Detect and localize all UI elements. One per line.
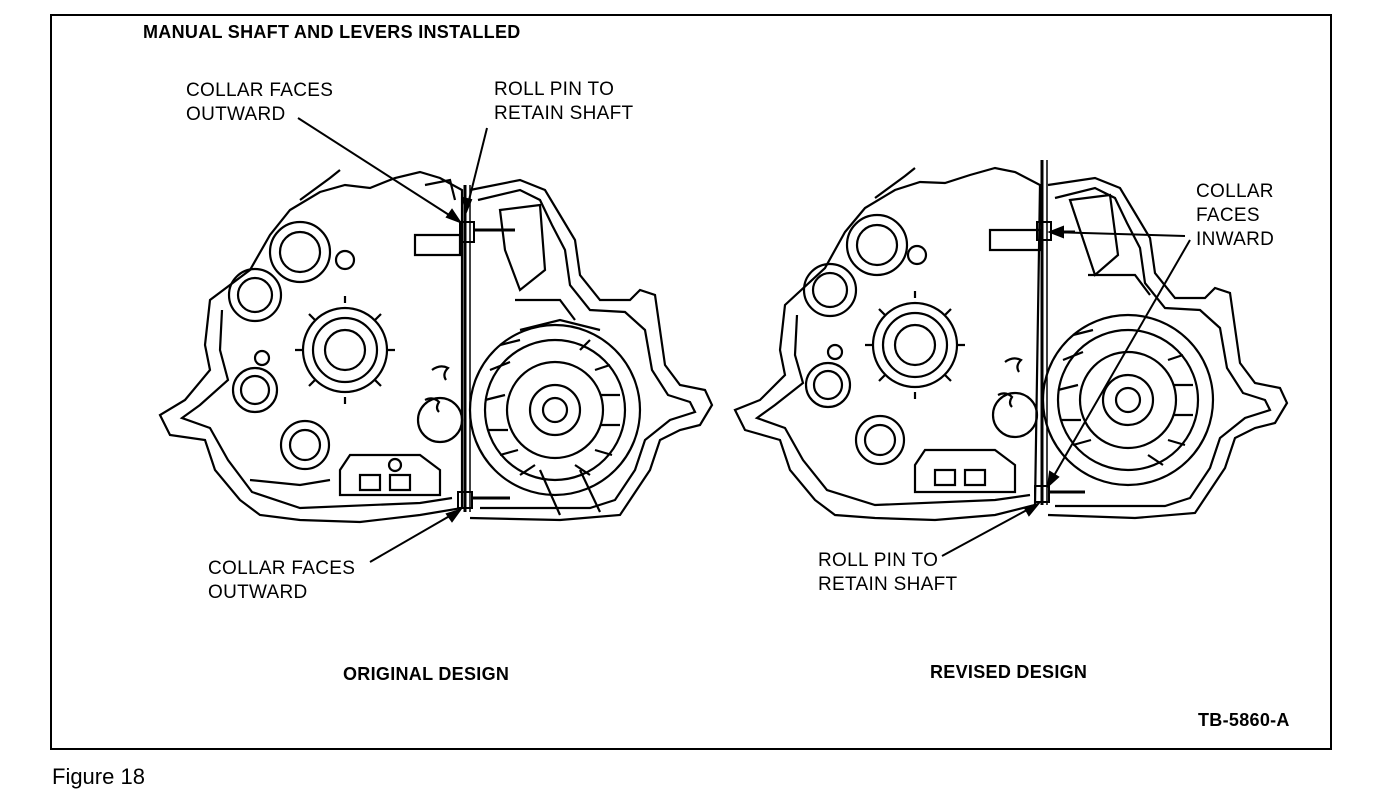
revised-bore-2 — [802, 262, 858, 318]
bore-3 — [231, 366, 279, 414]
callout-collar-faces-outward-top: COLLAR FACES OUTWARD — [186, 80, 334, 125]
revised-leader-lines — [941, 225, 1191, 557]
callout-roll-pin-left: ROLL PIN TO RETAIN SHAFT — [494, 79, 634, 124]
left-case-outline — [158, 170, 464, 524]
original-leader-lines — [297, 117, 488, 563]
bore-4 — [279, 419, 331, 471]
figure-frame — [50, 14, 1332, 750]
callout-collar-faces-outward-bottom: COLLAR FACES OUTWARD — [208, 558, 356, 603]
bore-2 — [227, 267, 283, 323]
figure-caption: Figure 18 — [52, 764, 145, 789]
revised-manual-shaft — [1034, 160, 1085, 505]
original-manual-shaft — [457, 185, 515, 512]
callout-collar-faces-inward: COLLAR FACES INWARD — [1196, 181, 1275, 250]
torque-converter — [468, 323, 642, 497]
revised-left-case-outline — [733, 166, 1042, 522]
revised-bore-3 — [804, 361, 852, 409]
revised-design-label: REVISED DESIGN — [930, 662, 1088, 682]
original-design-label: ORIGINAL DESIGN — [343, 664, 510, 684]
bore-1 — [268, 220, 332, 284]
revised-torque-converter — [1041, 313, 1215, 487]
revised-design-case — [733, 166, 1042, 522]
original-right-case — [468, 178, 714, 522]
revised-bore-1 — [845, 213, 909, 277]
revised-right-case — [1041, 176, 1289, 520]
original-design-case — [158, 169, 464, 524]
revised-main-gear — [871, 301, 959, 389]
callout-roll-pin-right: ROLL PIN TO RETAIN SHAFT — [818, 550, 958, 595]
figure-title: MANUAL SHAFT AND LEVERS INSTALLED — [143, 22, 521, 42]
figure-code: TB-5860-A — [1198, 710, 1290, 730]
main-gear — [301, 306, 389, 394]
revised-bore-4 — [854, 414, 906, 466]
